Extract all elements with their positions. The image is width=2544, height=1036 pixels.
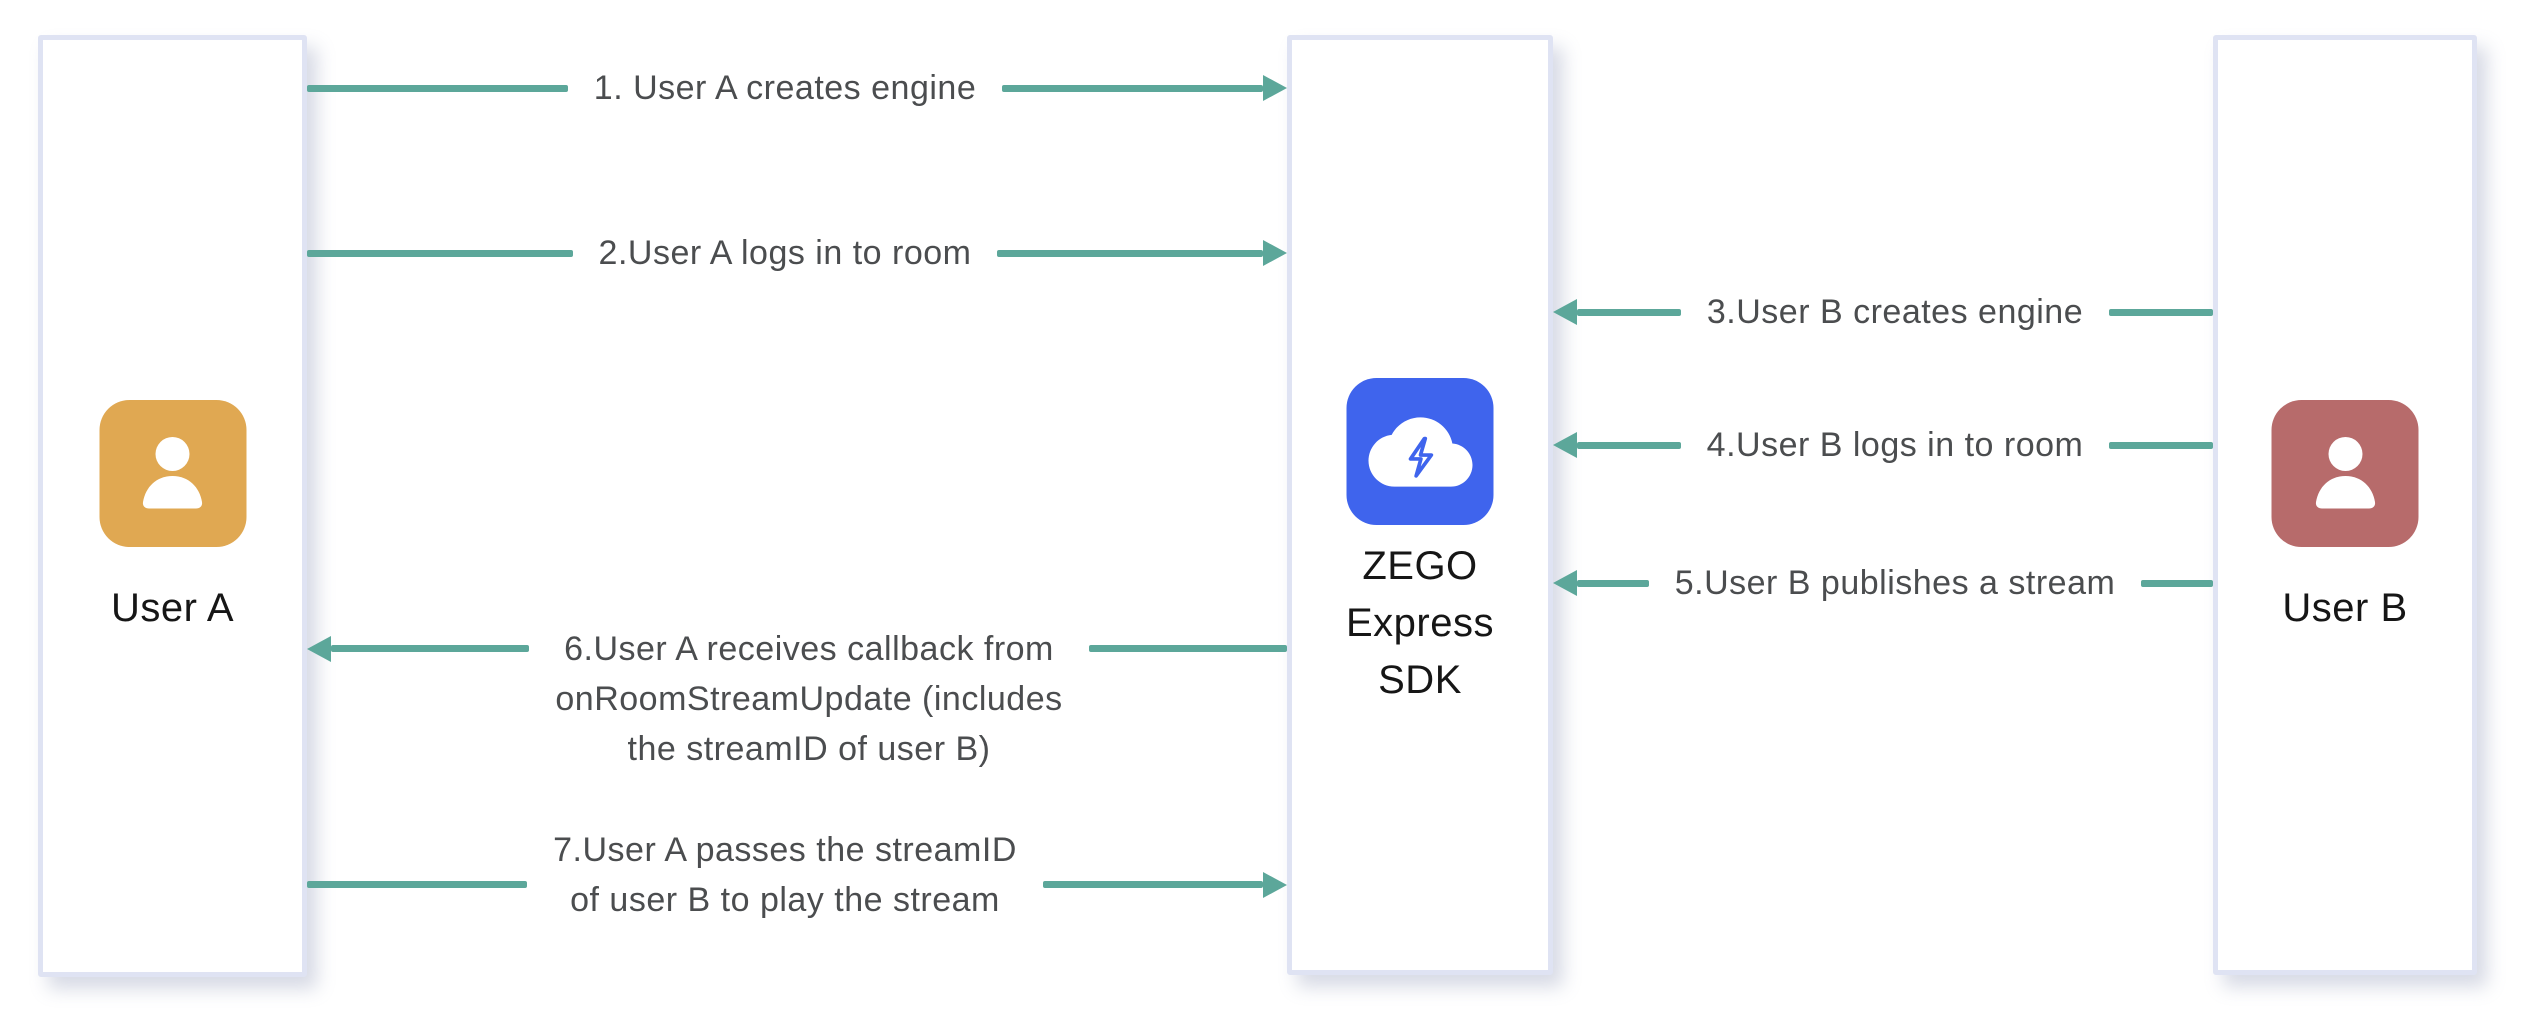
arrow-label: 7.User A passes the streamID of user B t…: [553, 831, 1017, 919]
arrow-line: [1042, 881, 1264, 888]
arrow-step-2: 2.User A logs in to room: [307, 228, 1288, 278]
arrow-line: [1577, 579, 1649, 587]
arrow-line: [331, 645, 530, 652]
arrowhead-left-icon: [1553, 432, 1577, 458]
arrow-label: 2.User A logs in to room: [598, 234, 972, 272]
arrowhead-left-icon: [1553, 570, 1577, 596]
cloud-lightning-icon: [1346, 378, 1494, 525]
arrow-step-7: 7.User A passes the streamID of user B t…: [307, 825, 1288, 925]
arrow-line: [2109, 308, 2214, 316]
actor-label-user-b: User B: [2282, 586, 2408, 630]
arrow-label: 1. User A creates engine: [593, 69, 977, 107]
person-icon: [2271, 400, 2419, 547]
arrow-line: [2109, 441, 2214, 449]
arrow-step-1: 1. User A creates engine: [307, 63, 1288, 113]
person-icon: [99, 400, 246, 547]
arrow-label: 5.User B publishes a stream: [1674, 564, 2116, 602]
actor-label-zego-express-sdk: ZEGO Express SDK: [1346, 544, 1494, 702]
arrow-step-5: 5.User B publishes a stream: [1553, 558, 2214, 608]
arrowhead-right-icon: [1263, 872, 1288, 898]
arrowhead-right-icon: [1263, 75, 1288, 101]
actor-box-user-b: User B: [2213, 35, 2477, 975]
actor-box-zego-express-sdk: ZEGO Express SDK: [1287, 35, 1553, 975]
arrowhead-left-icon: [307, 636, 331, 662]
arrow-label: 6.User A receives callback from onRoomSt…: [555, 630, 1063, 768]
arrow-line: [1088, 645, 1287, 652]
actor-box-user-a: User A: [38, 35, 307, 977]
arrowhead-right-icon: [1263, 240, 1288, 266]
arrow-step-4: 4.User B logs in to room: [1553, 420, 2214, 470]
arrow-line: [1577, 308, 1681, 316]
arrow-line: [1577, 441, 1681, 449]
arrow-step-3: 3.User B creates engine: [1553, 287, 2214, 337]
arrow-line: [1002, 84, 1264, 92]
arrow-line: [2141, 579, 2214, 587]
arrow-line: [997, 249, 1264, 257]
actor-label-user-a: User A: [110, 586, 235, 630]
arrow-label: 4.User B logs in to room: [1706, 426, 2084, 464]
arrow-step-6: 6.User A receives callback from onRoomSt…: [307, 624, 1287, 774]
arrowhead-left-icon: [1553, 299, 1577, 325]
arrow-line: [307, 881, 528, 888]
arrow-line: [307, 84, 568, 92]
arrow-line: [307, 249, 573, 257]
arrow-label: 3.User B creates engine: [1706, 293, 2084, 331]
